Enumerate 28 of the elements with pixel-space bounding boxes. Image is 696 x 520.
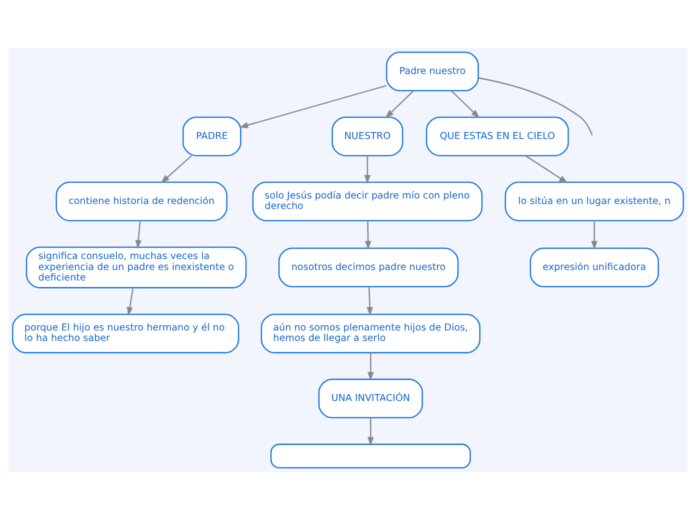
arrow	[135, 220, 142, 250]
node-box: aún no somos plenamente hijos de Dios, hemos de llegar a serlo	[260, 314, 480, 354]
node-box: expresión unificadora	[530, 248, 659, 288]
arrow	[368, 418, 374, 446]
node-box: PADRE	[182, 116, 242, 156]
node-box: porque El hijo es nuestro hermano y él no lo ha hecho saber	[12, 314, 240, 354]
arrow	[525, 155, 568, 184]
node-box: nosotros decimos padre nuestro	[278, 248, 459, 288]
arrow	[239, 84, 387, 128]
arrow	[160, 155, 192, 184]
node-box	[270, 444, 471, 468]
node-box: solo Jesús podía decir padre mío con pleno derecho	[252, 182, 483, 222]
arrow	[591, 220, 598, 250]
arrow	[126, 288, 134, 316]
node-box: Padre nuestro	[386, 52, 479, 92]
node-box: NUESTRO	[332, 116, 404, 156]
connector	[478, 77, 593, 136]
arrow	[385, 90, 414, 118]
arrow	[364, 220, 372, 250]
node-box: lo sitúa en un lugar existente, n	[504, 182, 684, 222]
node-box: UNA INVITACIÓN	[318, 378, 423, 418]
arrow	[368, 352, 374, 381]
node-box: significa consuelo, muchas veces la experiencia de un padre es inexistente o deficiente	[26, 246, 247, 288]
node-box: QUE ESTAS EN EL CIELO	[426, 116, 569, 156]
arrow	[364, 156, 371, 184]
arrow	[366, 286, 373, 316]
node-box: contiene historia de redención	[56, 182, 228, 222]
arrow	[450, 90, 480, 118]
